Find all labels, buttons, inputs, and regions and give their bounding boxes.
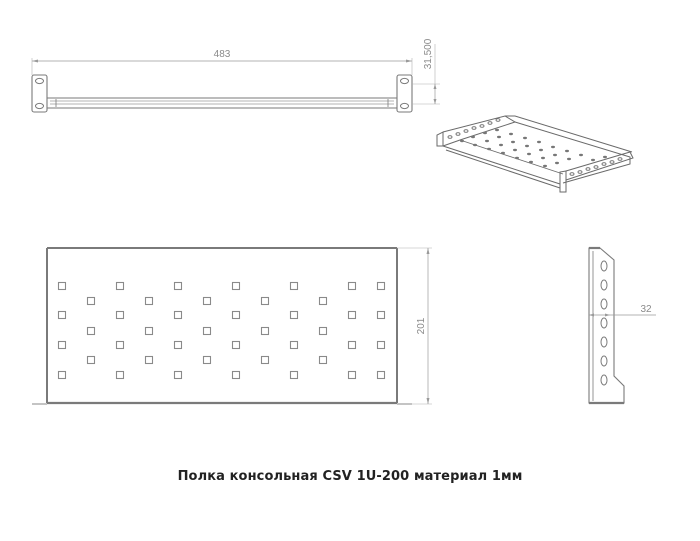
dimension-height-label: 31,500 (423, 38, 434, 69)
perforation-hole (289, 310, 299, 320)
bracket-slot (600, 298, 608, 310)
perforation-hole (376, 281, 386, 291)
perforation-hole (115, 310, 125, 320)
perforation-hole (144, 296, 154, 306)
top-view (31, 44, 440, 113)
perforation-hole (347, 370, 357, 380)
bracket-slot (600, 317, 608, 329)
perforation-hole (173, 340, 183, 350)
perforation-hole (57, 281, 67, 291)
bracket-slot (600, 279, 608, 291)
perforation-hole (376, 340, 386, 350)
perforation-hole (173, 310, 183, 320)
perforation-hole (376, 310, 386, 320)
isometric-view (436, 115, 634, 193)
perforation-hole (144, 355, 154, 365)
perforation-hole (144, 326, 154, 336)
perforation-hole (115, 370, 125, 380)
perforation-hole (231, 281, 241, 291)
perforation-hole (86, 296, 96, 306)
perforation-hole (173, 370, 183, 380)
perforation-grid (57, 281, 386, 380)
perforation-hole (347, 310, 357, 320)
perforation-hole (289, 340, 299, 350)
perforation-hole (260, 296, 270, 306)
perforation-hole (260, 355, 270, 365)
bracket-slots (600, 260, 608, 386)
perforation-hole (347, 340, 357, 350)
bracket-slot (600, 336, 608, 348)
dimension-thickness-label: 32 (640, 304, 652, 315)
perforation-hole (57, 370, 67, 380)
perforation-hole (115, 281, 125, 291)
drawing-caption: Полка консольная CSV 1U-200 материал 1мм (177, 469, 523, 484)
perforation-hole (202, 326, 212, 336)
perforation-hole (231, 340, 241, 350)
perforation-hole (202, 355, 212, 365)
perforation-hole (231, 310, 241, 320)
perforation-hole (376, 370, 386, 380)
perforation-hole (57, 340, 67, 350)
perforation-hole (260, 326, 270, 336)
perforation-hole (86, 326, 96, 336)
perforation-hole (318, 296, 328, 306)
perforation-hole (231, 370, 241, 380)
perforation-hole (173, 281, 183, 291)
perforation-hole (115, 340, 125, 350)
perforation-hole (289, 281, 299, 291)
bracket-slot (600, 374, 608, 386)
perforation-hole (289, 370, 299, 380)
perforation-hole (318, 355, 328, 365)
bracket-slot (600, 355, 608, 367)
perforation-hole (202, 296, 212, 306)
side-view (588, 246, 656, 405)
dimension-depth-label: 201 (416, 317, 427, 334)
perforation-hole (86, 355, 96, 365)
bracket-slot (600, 260, 608, 272)
dimension-width-label: 483 (214, 49, 231, 60)
perforation-hole (347, 281, 357, 291)
perforation-hole (57, 310, 67, 320)
perforation-hole (318, 326, 328, 336)
front-view (32, 247, 432, 405)
